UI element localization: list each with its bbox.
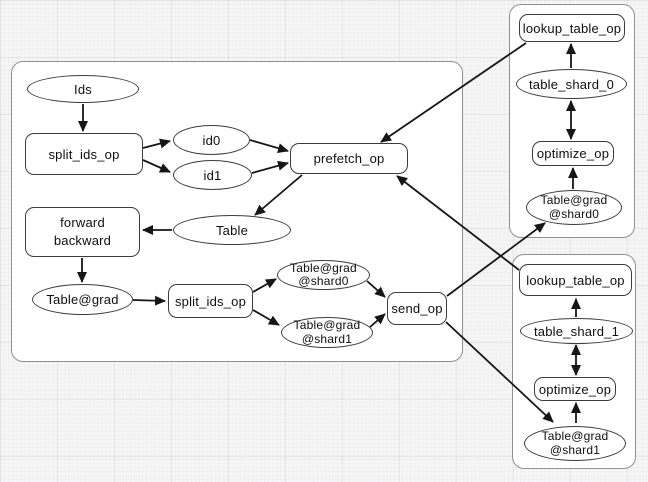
- node-split-ids-op-1: split_ids_op: [25, 133, 143, 175]
- node-forward-backward: forward backward: [25, 207, 140, 257]
- node-prefetch-op: prefetch_op: [290, 143, 408, 174]
- node-table-grad-shard0-worker: Table@grad @shard0: [277, 260, 370, 290]
- node-send-op: send_op: [387, 292, 447, 325]
- node-table-grad-shard1-ps: Table@grad @shard1: [524, 426, 626, 461]
- node-optimize-op-0: optimize_op: [532, 141, 614, 166]
- node-table-grad-shard0-ps: Table@grad @shard0: [526, 190, 622, 225]
- node-table-grad-shard1-worker: Table@grad @shard1: [281, 317, 373, 348]
- node-id1: id1: [173, 160, 252, 190]
- forward-backward-line2: backward: [53, 233, 112, 248]
- node-table-shard-0: table_shard_0: [516, 69, 627, 99]
- node-optimize-op-1: optimize_op: [534, 377, 616, 401]
- node-split-ids-op-2: split_ids_op: [168, 284, 253, 318]
- node-lookup-table-op-1: lookup_table_op: [519, 264, 632, 296]
- forward-backward-line1: forward: [60, 214, 105, 230]
- node-table-shard-1: table_shard_1: [520, 318, 633, 344]
- node-id0: id0: [173, 125, 250, 155]
- node-table: Table: [173, 215, 291, 245]
- node-lookup-table-op-0: lookup_table_op: [519, 14, 625, 42]
- node-ids: Ids: [27, 75, 139, 103]
- node-table-grad: Table@grad: [32, 284, 133, 315]
